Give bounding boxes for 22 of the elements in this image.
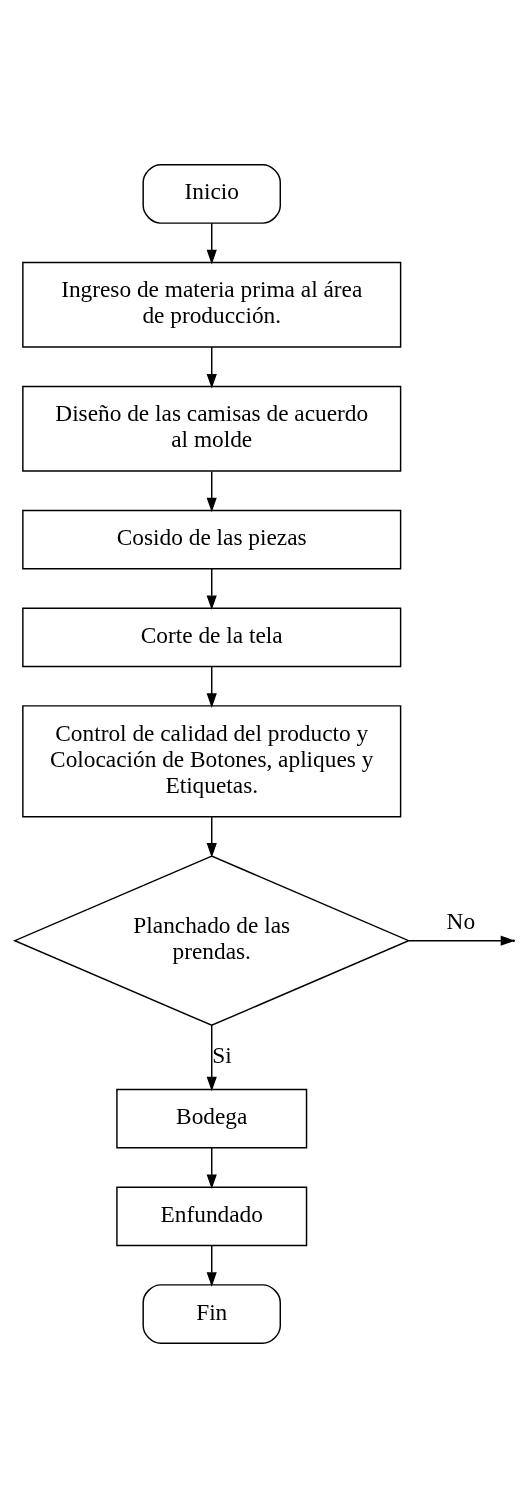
node-box: Control de calidad del producto y Colocación de Botones, apliques y Etiquetas. <box>21 705 401 818</box>
arrow <box>206 568 217 610</box>
node-box: Inicio <box>141 164 281 224</box>
node-box: Diseño de las camisas de acuerdo al molde <box>21 385 401 472</box>
arrow <box>407 935 515 946</box>
node-diamond: Planchado de las prendas. <box>12 855 410 1027</box>
arrow <box>206 1147 217 1190</box>
arrow <box>206 470 217 513</box>
arrow <box>206 1245 217 1287</box>
node-box: Enfundado <box>115 1186 307 1247</box>
node-box: Corte de la tela <box>21 607 401 668</box>
arrow <box>206 1024 217 1092</box>
edge-label: No <box>446 907 475 934</box>
arrow <box>206 816 217 858</box>
node-box: Fin <box>141 1284 281 1344</box>
arrow <box>206 222 217 265</box>
arrow <box>206 666 217 708</box>
arrow <box>206 346 217 389</box>
edge-label: Si <box>211 1041 232 1068</box>
node-box: Ingreso de materia prima al área de producción. <box>21 261 401 348</box>
node-box: Cosido de las piezas <box>21 509 401 570</box>
node-box: Bodega <box>115 1088 307 1149</box>
